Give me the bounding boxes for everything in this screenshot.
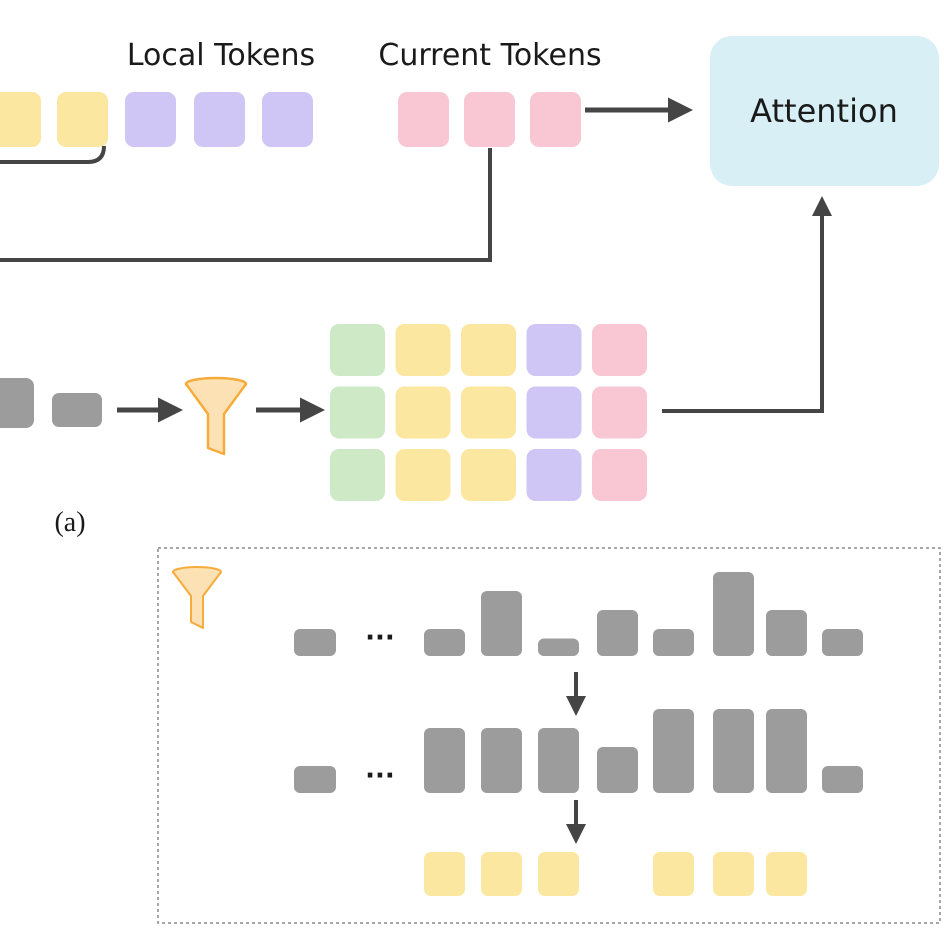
yellow-token [57,92,108,147]
yellow-token [766,852,807,896]
arrow-up-icon [662,196,832,413]
yellow-token [424,852,465,896]
gray-token [294,629,336,656]
selected-token-grid [330,324,647,501]
yellow-token [461,386,516,439]
yellow-token [481,852,522,896]
gray-token [481,728,522,793]
yellow-token [713,852,754,896]
gray-token [653,709,694,793]
purple-token [194,92,245,147]
pink-token [530,92,581,147]
yellow-token [538,852,579,896]
pink-token [398,92,449,147]
gray-token [538,728,579,793]
current-to-selection-line [0,148,492,262]
local-connector-line [0,145,106,164]
score-row-after [294,709,863,793]
selected-token-row [424,852,807,896]
green-token [330,386,385,439]
purple-token [125,92,176,147]
gray-token [424,629,465,656]
yellow-token [461,449,516,501]
score-row-before [294,572,863,656]
yellow-token [461,324,516,376]
panel-label: (a) [54,507,85,538]
gray-token [538,638,579,656]
gray-token [766,709,807,793]
local-token-row [0,92,313,147]
ellipsis: ··· [365,761,395,791]
filter-detail-panel [157,547,941,924]
current-token-row [398,92,581,147]
gray-token [294,766,336,793]
yellow-token [653,852,694,896]
filter-funnel-icon [184,376,248,456]
ellipsis: ··· [365,623,395,653]
purple-token [262,92,313,147]
yellow-token [395,386,451,439]
yellow-token [395,324,451,376]
purple-token [526,449,582,501]
pink-token [592,449,647,501]
purple-token [526,324,582,376]
current-tokens-label: Current Tokens [378,38,601,73]
local-tokens-label: Local Tokens [127,38,315,73]
attention-label: Attention [750,92,898,130]
green-token [330,449,385,501]
green-token [330,324,385,376]
gray-token [0,378,34,428]
gray-token [52,393,102,427]
gray-token [597,747,638,793]
gray-token [822,629,863,656]
gray-token [597,610,638,656]
gray-token [822,766,863,793]
gray-token [713,572,754,656]
yellow-token [395,449,451,501]
pink-token [592,386,647,439]
filter-funnel-icon [172,566,222,629]
gray-token [424,728,465,793]
pink-token [592,324,647,376]
gray-token [653,629,694,656]
purple-token [526,386,582,439]
gray-token [766,610,807,656]
gray-token [713,709,754,793]
pink-token [464,92,515,147]
attention-box [710,36,939,186]
yellow-token [0,92,41,147]
gray-token [481,591,522,656]
